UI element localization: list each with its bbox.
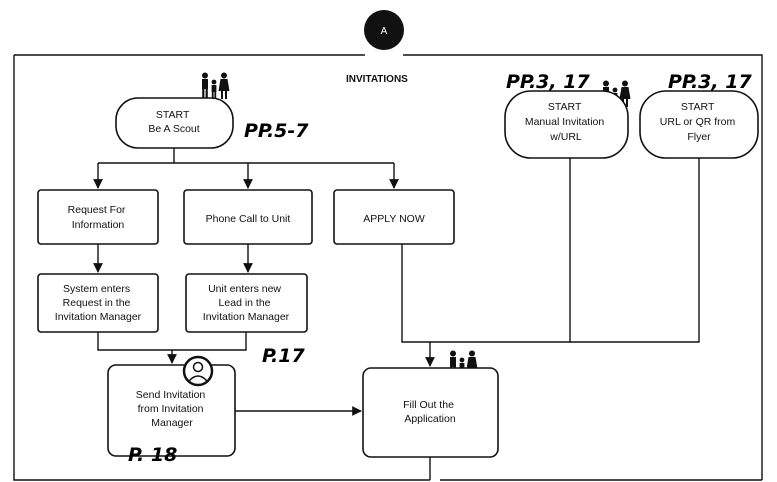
page-note-send-invitation: P. 18 (128, 444, 177, 466)
unit-enters-lead-text: Unit enters new Lead in the Invitation M… (203, 283, 290, 323)
diagram-title: INVITATIONS (346, 74, 408, 85)
start-manual-invitation-node: START Manual Invitation w/URL (504, 90, 629, 159)
connector (401, 244, 430, 343)
fill-out-application-text: Fill Out the Application (403, 399, 457, 425)
system-enters-request-text: System enters Request in the Invitation … (55, 283, 142, 323)
start-be-a-scout-node: START Be A Scout (115, 97, 234, 149)
section-marker-label: A (381, 26, 388, 37)
page-note-unit-enters: P.17 (262, 345, 305, 367)
family-icon (202, 72, 230, 99)
apply-now-text: APPLY NOW (363, 213, 425, 225)
connector (570, 158, 700, 343)
page-note-start-manual: PP.3, 17 (506, 71, 590, 93)
page-note-start-url: PP.3, 17 (668, 71, 752, 93)
diagram-frame (13, 54, 763, 481)
start-manual-invitation-text: START Manual Invitation w/URL (525, 101, 607, 143)
connector (430, 158, 571, 343)
apply-now-node: APPLY NOW (333, 189, 455, 245)
send-invitation-text: Send Invitation from Invitation Manager (136, 389, 208, 429)
phone-call-text: Phone Call to Unit (206, 213, 291, 225)
phone-call-node: Phone Call to Unit (183, 189, 313, 245)
unit-enters-lead-node: Unit enters new Lead in the Invitation M… (185, 273, 308, 333)
request-information-text: Request For Information (68, 204, 129, 231)
send-invitation-node: Send Invitation from Invitation Manager (107, 364, 236, 457)
fill-out-application-node: Fill Out the Application (362, 367, 499, 458)
start-url-qr-text: START URL or QR from Flyer (660, 101, 738, 143)
section-marker: A (364, 10, 404, 50)
start-url-qr-node: START URL or QR from Flyer (639, 90, 759, 159)
page-note-start-scout: PP.5-7 (244, 120, 309, 142)
user-avatar-icon (182, 355, 214, 387)
system-enters-request-node: System enters Request in the Invitation … (37, 273, 159, 333)
request-information-node: Request For Information (37, 189, 159, 245)
start-be-a-scout-text: START Be A Scout (148, 109, 199, 135)
connector (97, 332, 247, 351)
